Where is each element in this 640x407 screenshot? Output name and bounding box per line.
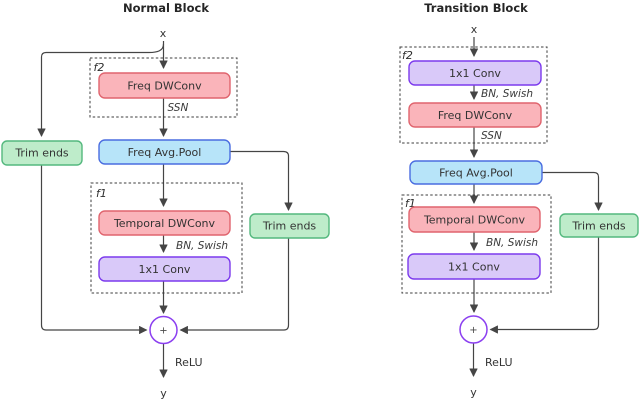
transition-f2-label: f2 [402,49,413,62]
normal-f2-region [89,57,238,118]
transition-block-connectors [469,37,603,377]
transition-f1-label: f1 [405,197,416,210]
normal-bn-swish-label: BN, Swish [176,240,228,252]
normal-relu-label: ReLU [175,356,203,369]
normal-trim-ends-left-box: Trim ends [1,140,83,166]
normal-input-label: x [160,27,167,40]
normal-f1-label: f1 [96,187,107,200]
normal-1x1-conv-box: 1x1 Conv [98,256,231,282]
transition-freq-avg-pool-rect [409,160,543,185]
normal-1x1-conv-label: 1x1 Conv [139,263,191,276]
transition-temporal-dwconv-label: Temporal DWConv [423,214,526,227]
normal-block: Normal Block x f2 Freq DWConv SSN Freq A… [1,1,330,400]
transition-output-label: y [470,386,477,399]
transition-sum-plus-label: + [469,325,477,336]
normal-f2-label: f2 [94,61,105,74]
normal-f1-region [90,182,243,294]
normal-temporal-dwconv-rect [98,210,231,236]
transition-block: Transition Block x f2 1x1 Conv BN, Swish… [399,1,639,399]
normal-block-title: Normal Block [123,1,209,15]
transition-1x1-conv-bottom-box: 1x1 Conv [407,253,541,280]
transition-1x1-conv-top-rect [408,60,542,86]
connector-trim-left-to-sum [40,165,148,335]
normal-freq-dwconv-rect [98,72,231,99]
transition-1x1-conv-top-box: 1x1 Conv [408,60,542,86]
normal-block-connectors [37,41,293,378]
normal-trim-ends-right-rect [249,213,330,239]
normal-1x1-conv-rect [98,256,231,282]
connector-x-to-trim-left [37,43,165,137]
normal-temporal-dwconv-box: Temporal DWConv [98,210,231,236]
transition-f1-region [401,194,552,294]
normal-freq-avg-pool-box: Freq Avg.Pool [98,139,231,165]
connector-trim-right-to-sum [179,236,290,335]
normal-freq-dwconv-label: Freq DWConv [127,80,202,93]
transition-bn-swish-bottom-label: BN, Swish [486,237,538,249]
transition-1x1-conv-bottom-rect [407,253,541,280]
connector-trim-right-to-sum [489,237,600,334]
transition-1x1-conv-bottom-label: 1x1 Conv [448,261,500,274]
normal-trim-ends-right-box: Trim ends [249,213,330,239]
transition-freq-dwconv-label: Freq DWConv [438,109,513,122]
transition-sum-node: + [459,315,488,344]
transition-trim-ends-rect [559,213,639,238]
transition-freq-dwconv-rect [408,102,542,128]
normal-sum-plus-label: + [159,326,167,337]
normal-trim-ends-right-label: Trim ends [262,220,317,233]
normal-trim-ends-left-label: Trim ends [14,147,69,160]
normal-freq-avg-pool-rect [98,139,231,165]
transition-temporal-dwconv-box: Temporal DWConv [408,206,541,233]
transition-trim-ends-label: Trim ends [571,220,626,233]
normal-freq-dwconv-box: Freq DWConv [98,72,231,99]
transition-bn-swish-top-label: BN, Swish [481,88,533,100]
transition-freq-dwconv-box: Freq DWConv [408,102,542,128]
transition-temporal-dwconv-rect [408,206,541,233]
connector-pool-to-trim-right [542,171,603,211]
transition-block-title: Transition Block [424,1,528,15]
normal-output-label: y [160,387,167,400]
normal-freq-avg-pool-label: Freq Avg.Pool [128,146,202,159]
transition-f2-region [399,46,548,144]
normal-sum-node: + [149,315,178,345]
transition-sum-circle [459,315,488,344]
normal-trim-ends-left-rect [1,140,83,166]
normal-sum-circle [149,315,178,345]
transition-freq-avg-pool-label: Freq Avg.Pool [439,167,513,180]
transition-input-label: x [471,23,478,36]
transition-ssn-label: SSN [481,130,502,142]
connector-pool-to-trim-right [230,150,293,211]
transition-freq-avg-pool-box: Freq Avg.Pool [409,160,543,185]
normal-ssn-label: SSN [168,102,189,114]
transition-1x1-conv-top-label: 1x1 Conv [449,67,501,80]
transition-trim-ends-box: Trim ends [559,213,639,238]
normal-temporal-dwconv-label: Temporal DWConv [113,217,216,230]
transition-relu-label: ReLU [485,356,513,369]
